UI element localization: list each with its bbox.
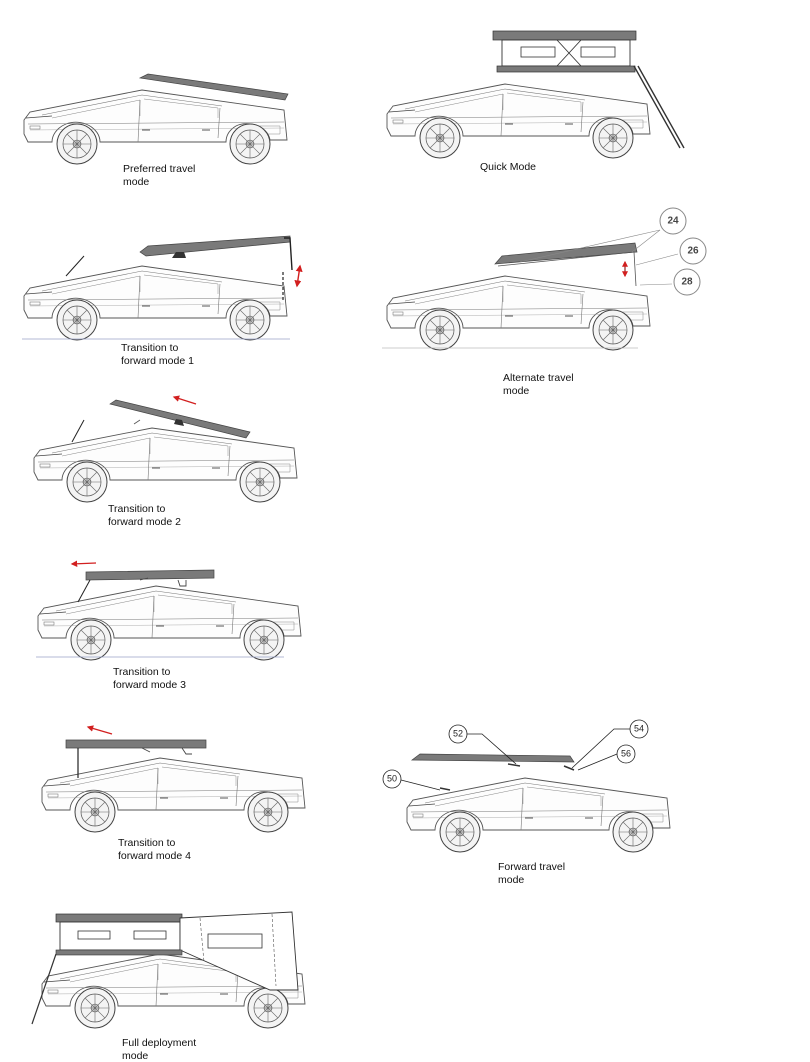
roof-panel [139, 235, 291, 257]
figure-forward-travel: 52 54 56 50 Forward travel mode [382, 719, 671, 886]
svg-text:24: 24 [667, 216, 679, 227]
window-left [77, 930, 111, 940]
figure-transition-1: Transition to forward mode 1 [22, 235, 303, 367]
roof-panel [138, 73, 289, 101]
left-arrow-icon [172, 395, 197, 405]
roof-panel [410, 753, 575, 763]
vertical-arrow-icon [294, 264, 303, 288]
callout-28 [673, 268, 701, 296]
caption-quick: Quick Mode [480, 161, 536, 173]
window-right [580, 46, 616, 58]
svg-text:26: 26 [687, 246, 699, 257]
callout-54 [629, 719, 649, 739]
annex-window [207, 933, 263, 949]
left-arrow-icon [70, 560, 97, 568]
caption-transition-2: Transition to forward mode 2 [108, 503, 181, 528]
caption-preferred: Preferred travel mode [123, 163, 198, 188]
callout-26 [679, 237, 707, 265]
figure-full-deployment: Full deployment mode [31, 911, 306, 1062]
support-leg [633, 65, 685, 149]
caption-transition-4: Transition to forward mode 4 [118, 837, 191, 862]
figure-transition-2: Transition to forward mode 2 [33, 395, 298, 528]
callout-52 [448, 724, 468, 744]
caption-forward: Forward travel mode [498, 861, 568, 886]
svg-text:52: 52 [453, 728, 463, 738]
svg-text:56: 56 [621, 748, 631, 758]
svg-text:28: 28 [681, 277, 693, 288]
figure-quick-mode: Quick Mode [386, 30, 685, 173]
tent-lid [55, 913, 183, 923]
figure-transition-4: Transition to forward mode 4 [41, 725, 306, 862]
window-right [133, 930, 167, 940]
roof-panel [494, 242, 638, 265]
caption-alternate: Alternate travel mode [503, 372, 577, 397]
callout-24 [659, 207, 687, 235]
callout-50 [382, 769, 402, 789]
support-leg [31, 953, 57, 1025]
roof-panel [85, 569, 215, 581]
caption-transition-3: Transition to forward mode 3 [113, 666, 186, 691]
window-left [520, 46, 556, 58]
left-arrow-icon [86, 725, 113, 735]
figure-alternate-travel: 24 26 28 Alternate travel mode [382, 207, 707, 397]
svg-text:50: 50 [387, 773, 397, 783]
caption-full: Full deployment mode [122, 1037, 199, 1062]
box-lid [492, 30, 637, 41]
tent-annex [179, 911, 299, 991]
figure-preferred-travel: Preferred travel mode [23, 73, 289, 188]
svg-text:54: 54 [634, 723, 644, 733]
roof-panel [109, 399, 251, 439]
roof-panel [65, 739, 207, 749]
figure-transition-3: Transition to forward mode 3 [36, 560, 302, 691]
callout-56 [616, 744, 636, 764]
caption-transition-1: Transition to forward mode 1 [121, 342, 194, 367]
